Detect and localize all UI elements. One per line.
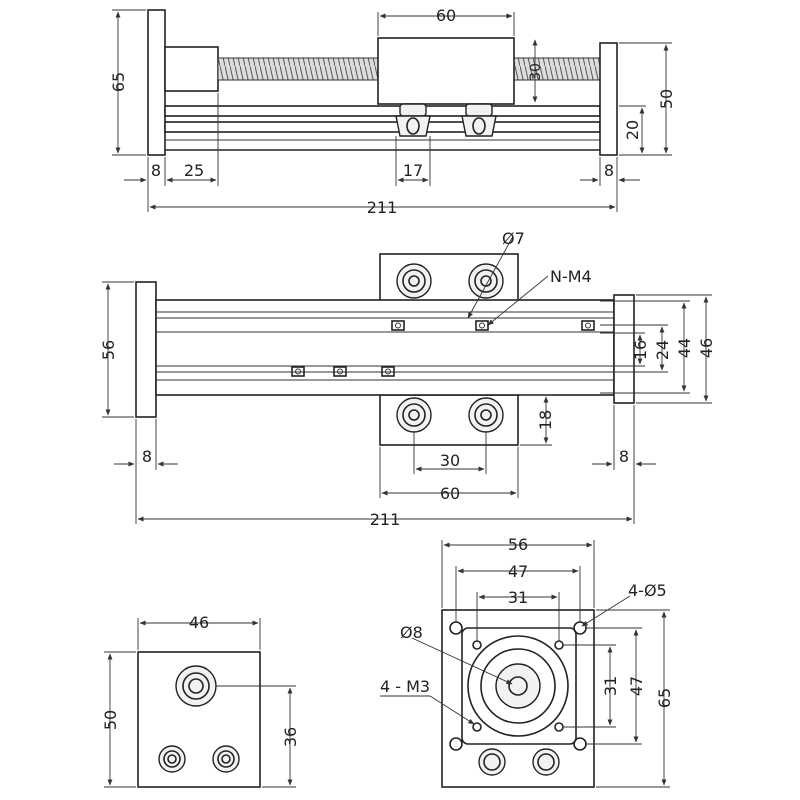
rail-holes bbox=[291, 320, 595, 377]
dim-wheel-gap: 17 bbox=[403, 161, 423, 180]
dim-hole-spacing: 31 bbox=[508, 588, 528, 607]
dim-v-inner: 47 bbox=[627, 676, 646, 696]
top-wheel-ul bbox=[396, 263, 432, 299]
wheel-left bbox=[395, 103, 431, 137]
top-right-end-plate bbox=[613, 294, 635, 404]
dim-overall-length: 211 bbox=[367, 198, 398, 217]
dim-motor-offset: 25 bbox=[184, 161, 204, 180]
label-wheel-dia: Ø7 bbox=[502, 229, 525, 248]
rail-lower bbox=[164, 121, 601, 133]
left-end-plate bbox=[147, 9, 166, 156]
wheel-right bbox=[461, 103, 497, 137]
flange-wheel-left bbox=[478, 748, 506, 776]
dim-v-hole-spacing: 31 bbox=[601, 676, 620, 696]
dim-v-height: 65 bbox=[655, 688, 674, 708]
mount-hole-bl bbox=[449, 737, 463, 751]
top-left-end-plate bbox=[135, 281, 157, 418]
motor-flange-view: 56 47 31 4-Ø5 Ø8 4 - M3 31 47 65 bbox=[380, 535, 674, 788]
dim-end-plate-left: 8 bbox=[151, 161, 161, 180]
dim-right-height: 50 bbox=[657, 89, 676, 109]
dim-top-carriage-width: 60 bbox=[440, 484, 460, 503]
top-wheel-lr bbox=[468, 397, 504, 433]
dim-top-overall-length: 211 bbox=[370, 510, 401, 529]
dim-flange-inner: 47 bbox=[508, 562, 528, 581]
dim-carriage-height: 30 bbox=[528, 63, 544, 81]
end-view: 46 50 36 bbox=[101, 613, 300, 788]
label-mount-holes: 4-Ø5 bbox=[628, 581, 667, 600]
side-view: 60 30 65 50 20 8 25 17 8 211 bbox=[109, 6, 676, 217]
rail-body bbox=[155, 299, 615, 396]
end-bore bbox=[175, 665, 217, 707]
dim-24: 24 bbox=[653, 340, 672, 360]
flange-wheel-right bbox=[532, 748, 560, 776]
dim-18: 18 bbox=[536, 410, 555, 430]
motor-block bbox=[164, 46, 219, 92]
dim-16: 16 bbox=[631, 340, 650, 360]
top-wheel-ll bbox=[396, 397, 432, 433]
top-view: Ø7 N-M4 56 16 24 44 46 18 bbox=[99, 229, 716, 529]
dim-carriage-width: 60 bbox=[436, 6, 456, 25]
dim-wheel-spacing: 30 bbox=[440, 451, 460, 470]
right-end-plate bbox=[599, 42, 618, 156]
dim-flange-width: 56 bbox=[508, 535, 528, 554]
carriage-block bbox=[377, 37, 515, 105]
label-thread: N-M4 bbox=[550, 267, 592, 286]
label-shaft-dia: Ø8 bbox=[400, 623, 423, 642]
label-screw: 4 - M3 bbox=[380, 677, 430, 696]
dim-end-plate-right: 8 bbox=[604, 161, 614, 180]
dim-44: 44 bbox=[675, 338, 694, 358]
dim-top-end-right: 8 bbox=[619, 447, 629, 466]
dim-bore-height: 36 bbox=[281, 727, 300, 747]
dim-end-width: 46 bbox=[189, 613, 209, 632]
end-hole-right bbox=[212, 745, 240, 773]
shaft bbox=[508, 676, 528, 696]
dim-end-height: 50 bbox=[101, 710, 120, 730]
dim-top-end-left: 8 bbox=[142, 447, 152, 466]
rail-upper bbox=[164, 105, 601, 117]
dim-rail-height: 20 bbox=[623, 120, 642, 140]
top-wheel-ur bbox=[468, 263, 504, 299]
end-hole-left bbox=[158, 745, 186, 773]
dim-total-height: 65 bbox=[109, 72, 128, 92]
dim-left-plate-height: 56 bbox=[99, 340, 118, 360]
dim-46: 46 bbox=[697, 338, 716, 358]
